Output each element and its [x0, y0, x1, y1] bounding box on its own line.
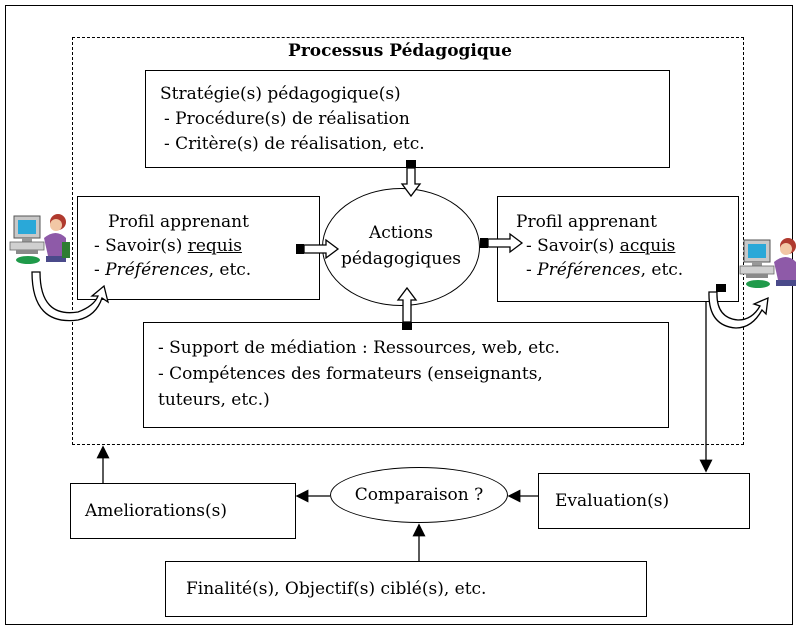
actions-line-2: pédagogiques [340, 249, 461, 269]
profile-requis-title: Profil apprenant [108, 212, 249, 232]
strategy-box: Stratégie(s) pédagogique(s) - Procédure(… [145, 70, 670, 168]
evaluation-box: Evaluation(s) [538, 473, 750, 529]
evaluation-label: Evaluation(s) [555, 491, 670, 511]
comparaison-ellipse [330, 467, 508, 523]
finalite-label: Finalité(s), Objectif(s) ciblé(s), etc. [186, 579, 487, 599]
process-title: Processus Pédagogique [270, 40, 530, 62]
support-line-2: - Compétences des formateurs (enseignant… [158, 364, 543, 384]
profile-requis-preferences: - Préférences, etc. [94, 259, 251, 281]
profile-acquis-preferences: - Préférences, etc. [526, 259, 683, 281]
support-line-1: - Support de médiation : Ressources, web… [158, 338, 560, 358]
pref-suffix: , etc. [640, 260, 684, 280]
savoir-requis: requis [187, 236, 242, 256]
pref-prefix: - [526, 260, 538, 280]
strategy-line-3: - Critère(s) de réalisation, etc. [164, 134, 425, 154]
savoir-prefix: - Savoir(s) [526, 236, 620, 256]
actions-ellipse [322, 188, 480, 306]
pref-suffix: , etc. [208, 260, 252, 280]
profile-acquis-title: Profil apprenant [516, 212, 657, 232]
profile-requis-box: Profil apprenant - Savoir(s) requis - Pr… [77, 196, 320, 300]
pref-word: Préférences [105, 260, 209, 280]
pref-prefix: - [94, 260, 106, 280]
ameliorations-box: Ameliorations(s) [70, 483, 296, 539]
support-line-3: tuteurs, etc.) [158, 390, 270, 410]
strategy-line-2: - Procédure(s) de réalisation [164, 109, 410, 129]
savoir-acquis: acquis [619, 236, 676, 256]
actions-line-1: Actions [369, 223, 433, 243]
profile-acquis-savoir: - Savoir(s) acquis [526, 235, 675, 257]
profile-requis-savoir: - Savoir(s) requis [94, 235, 242, 257]
support-box: - Support de médiation : Ressources, web… [143, 322, 669, 428]
savoir-prefix: - Savoir(s) [94, 236, 188, 256]
ameliorations-label: Ameliorations(s) [85, 501, 227, 521]
profile-acquis-box: Profil apprenant - Savoir(s) acquis - Pr… [497, 196, 739, 302]
strategy-line-1: Stratégie(s) pédagogique(s) [160, 84, 401, 104]
finalite-box: Finalité(s), Objectif(s) ciblé(s), etc. [165, 561, 647, 617]
pref-word: Préférences [537, 260, 641, 280]
comparaison-label: Comparaison ? [354, 485, 484, 505]
